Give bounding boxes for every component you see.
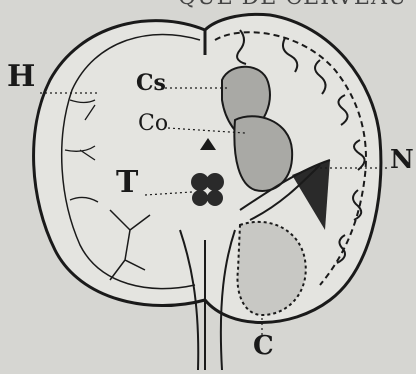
label-h: H bbox=[7, 62, 35, 92]
label-t: T bbox=[116, 168, 138, 198]
label-c: C bbox=[253, 333, 274, 359]
top-cut-text: QUE DE CERVEAU bbox=[178, 0, 407, 9]
label-n: N bbox=[390, 147, 414, 173]
label-co: Co bbox=[138, 113, 168, 135]
label-cs: Cs bbox=[136, 72, 166, 94]
